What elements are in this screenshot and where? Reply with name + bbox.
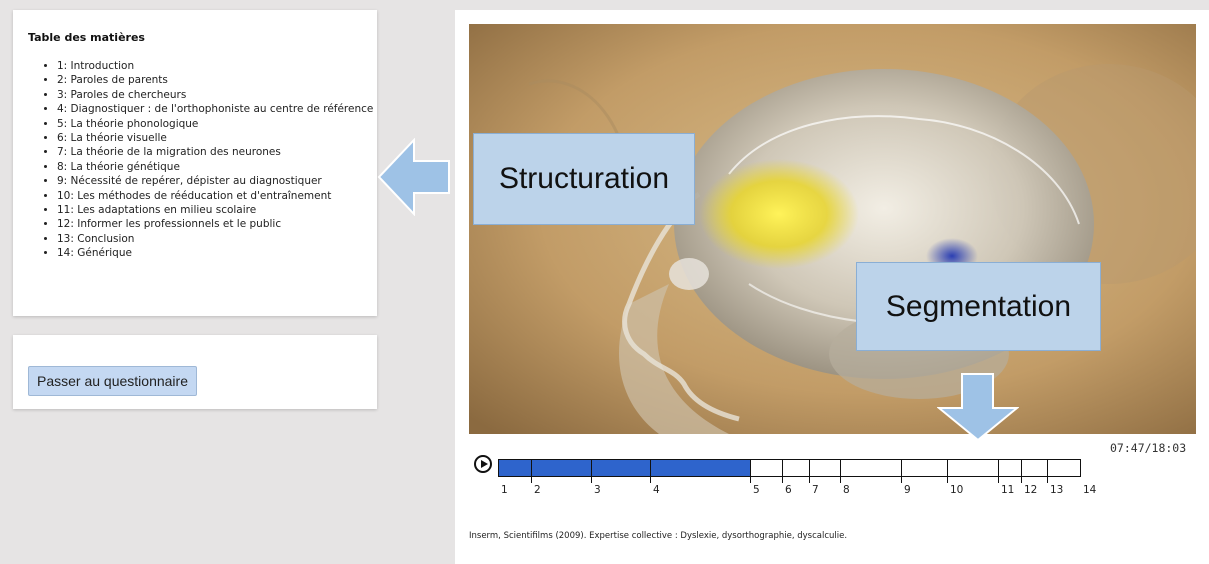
time-display: 07:47/18:03 [1110, 441, 1187, 455]
video-frame[interactable] [469, 24, 1196, 434]
toc-panel: Table des matières 1: Introduction 2: Pa… [13, 10, 377, 316]
chapter-tick[interactable] [1021, 459, 1022, 483]
toc-item[interactable]: 8: La théorie génétique [57, 160, 387, 174]
chapter-label[interactable]: 8 [843, 484, 850, 496]
toc-item[interactable]: 7: La théorie de la migration des neuron… [57, 145, 387, 159]
toc-item[interactable]: 3: Paroles de chercheurs [57, 88, 387, 102]
annotation-structuration: Structuration [473, 133, 695, 225]
chapter-tick[interactable] [531, 459, 532, 483]
chapter-tick[interactable] [1047, 459, 1048, 483]
toc-item[interactable]: 5: La théorie phonologique [57, 117, 387, 131]
chapter-label[interactable]: 10 [950, 484, 964, 496]
toc-item[interactable]: 1: Introduction [57, 59, 387, 73]
toc-item[interactable]: 11: Les adaptations en milieu scolaire [57, 203, 387, 217]
chapter-label[interactable]: 6 [785, 484, 792, 496]
chapter-tick[interactable] [809, 459, 810, 483]
toc-item[interactable]: 4: Diagnostiquer : de l'orthophoniste au… [57, 102, 387, 116]
chapter-tick[interactable] [998, 459, 999, 483]
chapter-tick[interactable] [947, 459, 948, 483]
chapter-tick[interactable] [750, 459, 751, 483]
chapter-timeline[interactable] [498, 459, 1081, 477]
chapter-label[interactable]: 1 [501, 484, 508, 496]
chapter-label[interactable]: 11 [1001, 484, 1015, 496]
chapter-label[interactable]: 4 [653, 484, 660, 496]
brain-illustration [469, 24, 1196, 434]
toc-list: 1: Introduction 2: Paroles de parents 3:… [37, 59, 387, 261]
chapter-label[interactable]: 13 [1050, 484, 1064, 496]
quiz-panel: Passer au questionnaire [13, 335, 377, 409]
toc-item[interactable]: 14: Générique [57, 246, 387, 260]
toc-item[interactable]: 12: Informer les professionnels et le pu… [57, 217, 387, 231]
chapter-tick[interactable] [782, 459, 783, 483]
toc-item[interactable]: 9: Nécessité de repérer, dépister au dia… [57, 174, 387, 188]
chapter-label[interactable]: 12 [1024, 484, 1038, 496]
chapter-label[interactable]: 3 [594, 484, 601, 496]
arrow-down-icon [937, 373, 1019, 442]
play-circle-icon[interactable] [474, 455, 492, 473]
toc-item[interactable]: 6: La théorie visuelle [57, 131, 387, 145]
chapter-label[interactable]: 9 [904, 484, 911, 496]
arrow-left-icon [377, 138, 450, 216]
toc-item[interactable]: 2: Paroles de parents [57, 73, 387, 87]
timeline-progress [499, 460, 751, 476]
chapter-label[interactable]: 5 [753, 484, 760, 496]
chapter-tick[interactable] [840, 459, 841, 483]
chapter-tick[interactable] [591, 459, 592, 483]
credit-text: Inserm, Scientifilms (2009). Expertise c… [469, 531, 848, 541]
toc-title: Table des matières [28, 31, 145, 44]
annotation-segmentation: Segmentation [856, 262, 1101, 351]
chapter-tick[interactable] [650, 459, 651, 483]
chapter-label[interactable]: 2 [534, 484, 541, 496]
chapter-label[interactable]: 7 [812, 484, 819, 496]
chapter-tick[interactable] [901, 459, 902, 483]
chapter-label[interactable]: 14 [1083, 484, 1097, 496]
toc-item[interactable]: 10: Les méthodes de rééducation et d'ent… [57, 189, 387, 203]
quiz-button[interactable]: Passer au questionnaire [28, 366, 197, 396]
toc-item[interactable]: 13: Conclusion [57, 232, 387, 246]
